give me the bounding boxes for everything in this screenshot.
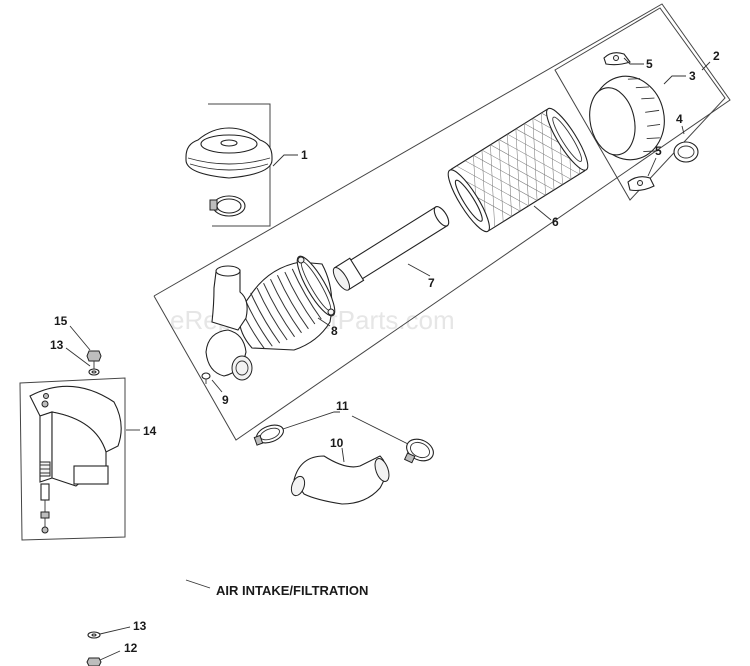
intake-hose bbox=[290, 455, 390, 505]
callout-8: 8 bbox=[331, 324, 338, 338]
callout-12: 12 bbox=[124, 641, 138, 655]
callout-4: 4 bbox=[676, 112, 683, 126]
air-cleaner-cover bbox=[185, 127, 273, 179]
callout-1: 1 bbox=[301, 148, 308, 162]
hose-clamp-left bbox=[253, 424, 284, 446]
washer-upper bbox=[88, 368, 100, 376]
callout-2: 2 bbox=[713, 49, 720, 63]
retaining-clip-upper bbox=[603, 52, 631, 66]
callout-7: 7 bbox=[428, 276, 435, 290]
hose-clamp-right bbox=[403, 438, 434, 464]
evacuator-valve bbox=[201, 372, 211, 384]
callout-14: 14 bbox=[143, 424, 157, 438]
air-cleaner-body bbox=[205, 255, 336, 381]
part14-outline bbox=[19, 377, 126, 541]
retaining-clip-lower bbox=[627, 176, 655, 192]
inner-filter-tube bbox=[332, 206, 450, 291]
nut-lower bbox=[86, 657, 102, 666]
callout-9: 9 bbox=[222, 393, 229, 407]
hex-nut-upper bbox=[86, 350, 102, 369]
washer-lower bbox=[87, 631, 101, 639]
diagram-title: AIR INTAKE/FILTRATION bbox=[216, 583, 368, 598]
cover-clamp bbox=[209, 195, 246, 217]
callout-15: 15 bbox=[54, 314, 68, 328]
title-leader bbox=[185, 579, 211, 589]
callout-5-upper: 5 bbox=[646, 57, 653, 71]
valve-cap bbox=[673, 141, 699, 163]
filter-element bbox=[447, 107, 589, 233]
callout-3: 3 bbox=[689, 69, 696, 83]
callout-10: 10 bbox=[330, 436, 344, 450]
callout-13-lower: 13 bbox=[133, 619, 147, 633]
bracket-hardware bbox=[39, 461, 51, 534]
callout-11: 11 bbox=[336, 399, 349, 413]
callout-6: 6 bbox=[552, 215, 559, 229]
subassembly-outline bbox=[554, 7, 726, 201]
main-assembly-outline bbox=[153, 3, 731, 441]
callout-5-lower: 5 bbox=[655, 144, 662, 158]
callout-13-upper: 13 bbox=[50, 338, 64, 352]
filter-housing-ring bbox=[589, 75, 665, 161]
